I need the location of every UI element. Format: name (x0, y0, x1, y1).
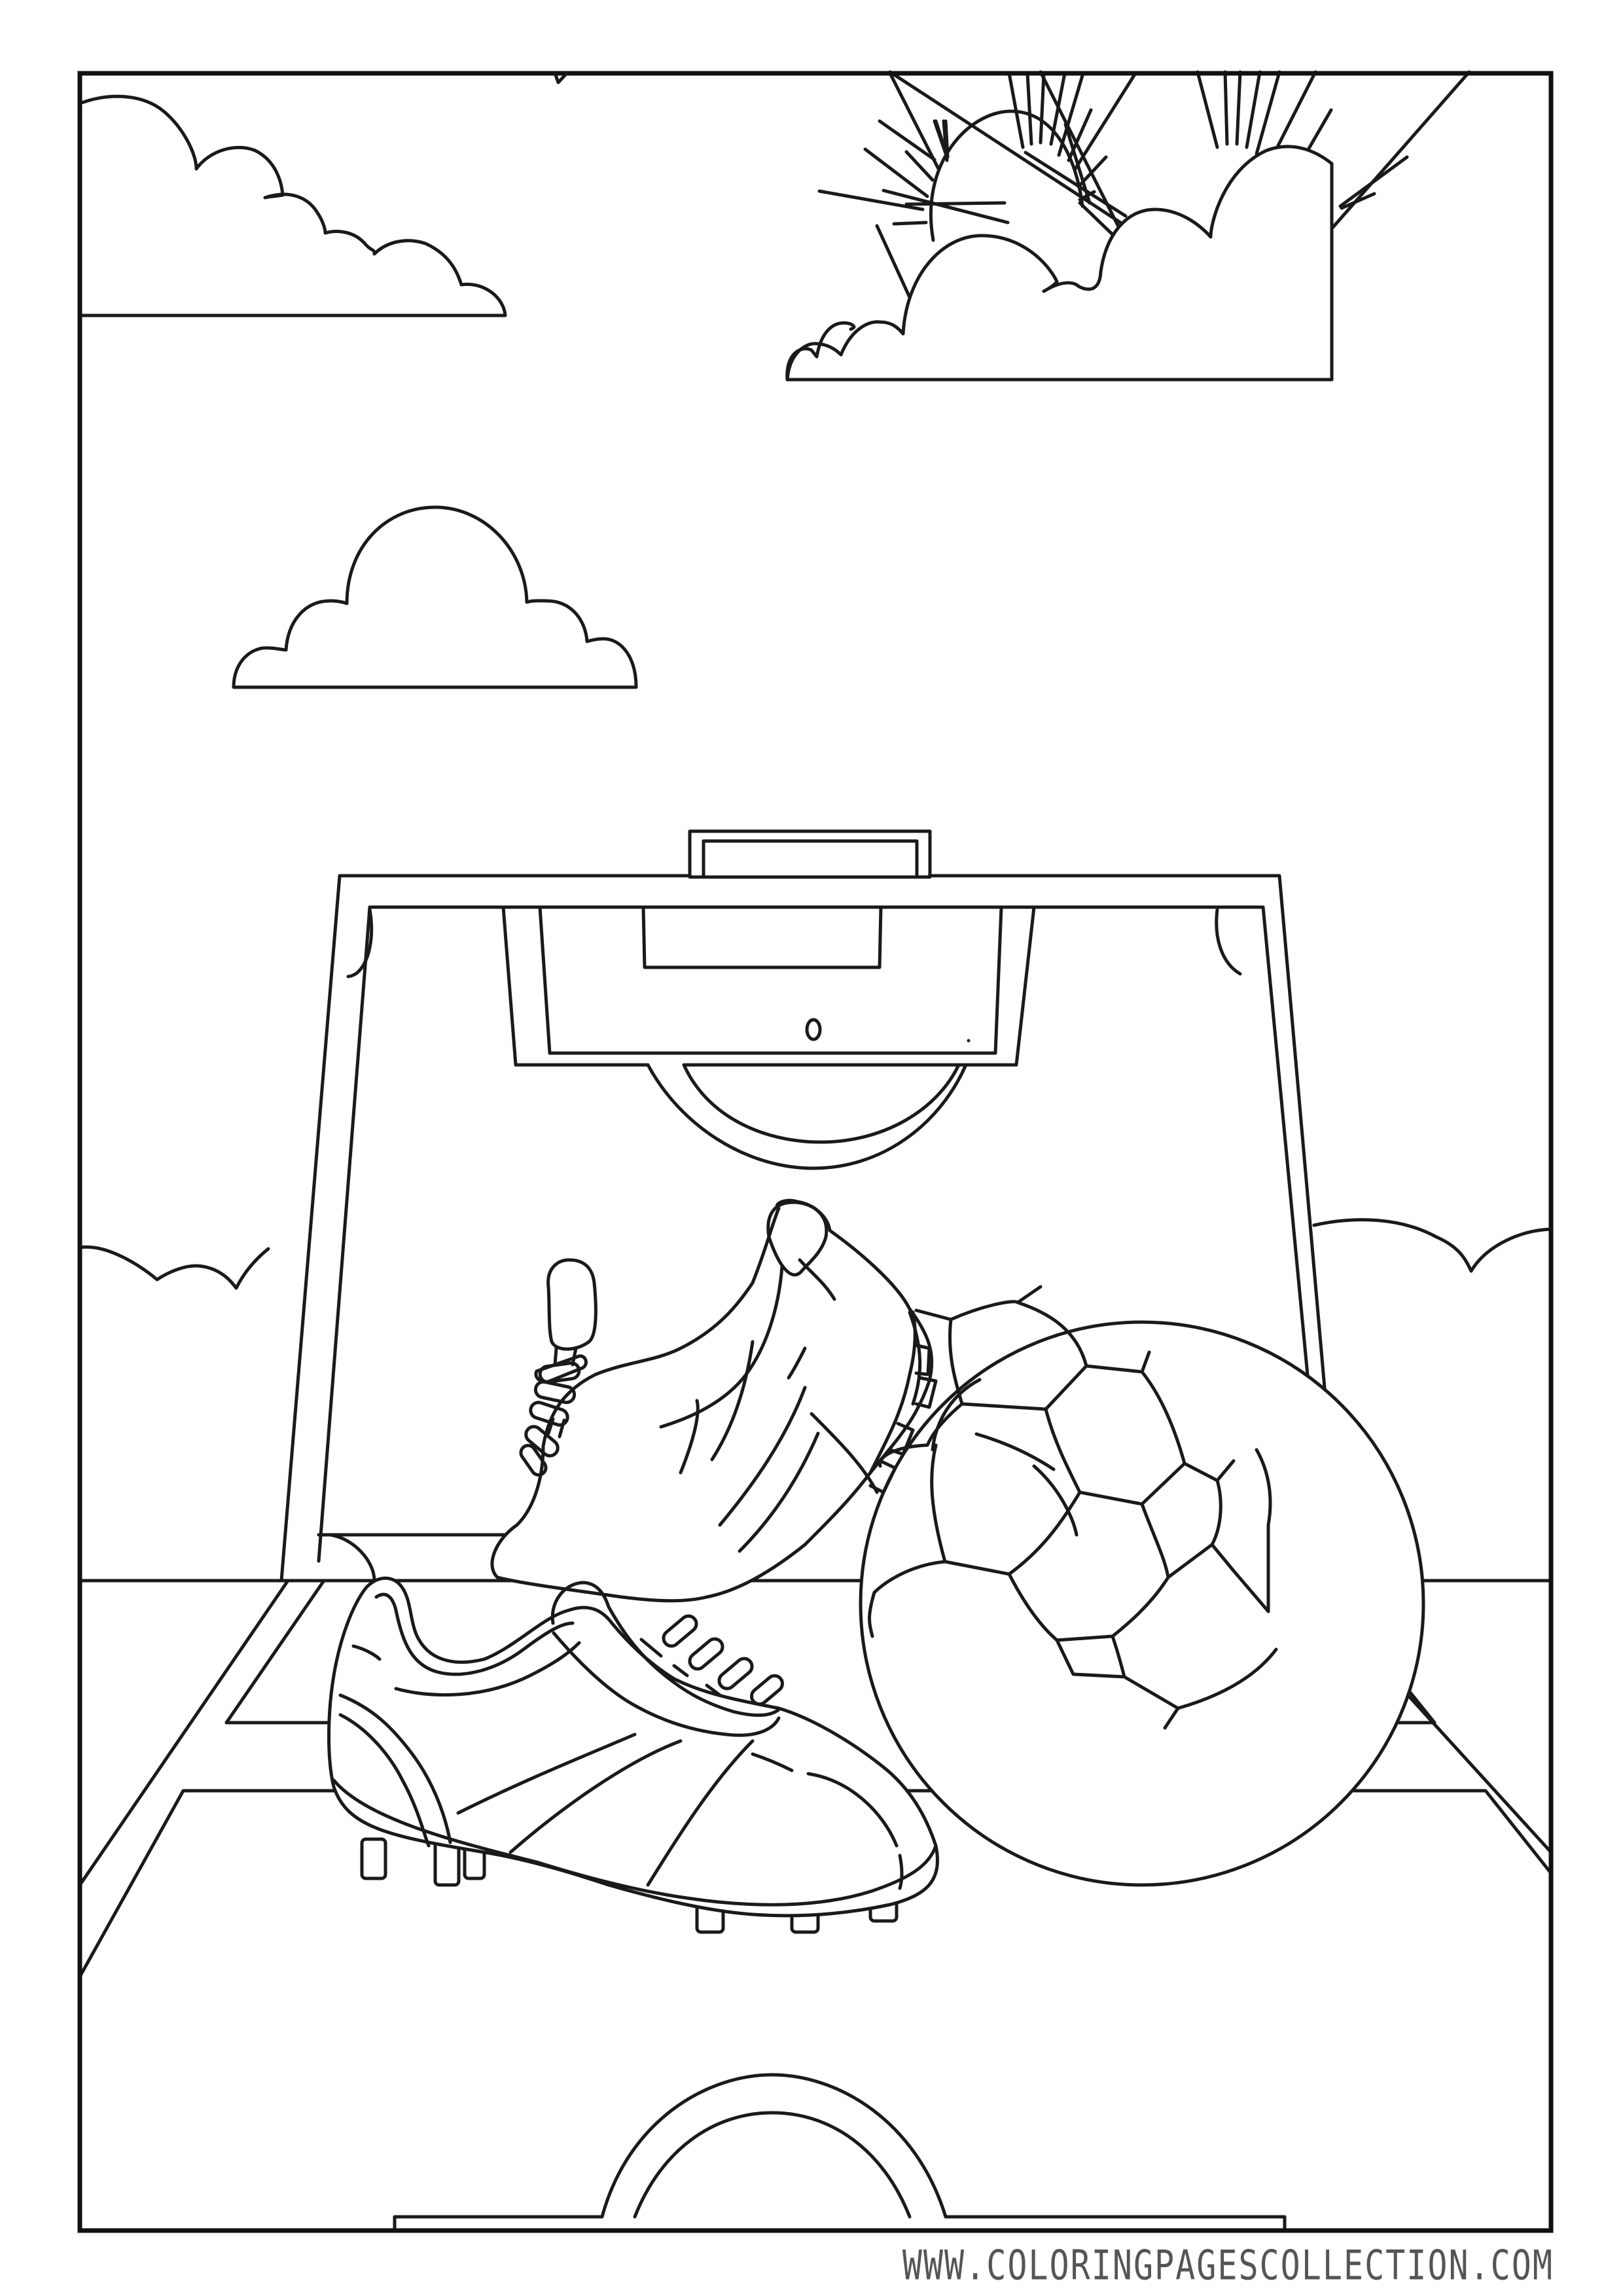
cloud-top-left (78, 94, 507, 317)
penalty-arc (646, 1063, 968, 1170)
cloud-behind-field-left (78, 1245, 270, 1290)
center-circle-arc (393, 2073, 1287, 2231)
cleat-front-icon (327, 1576, 939, 1934)
cleat-front-laces (639, 1614, 784, 1706)
cleat-back-icon (490, 1198, 938, 1603)
soccer-ball-icon (859, 1285, 1425, 1887)
cloud-top-right (785, 145, 1334, 382)
penalty-spot (805, 1018, 822, 1041)
site-watermark: WWW.COLORINGPAGESCOLLECTION.COM (902, 2242, 1554, 2289)
penalty-area (501, 905, 1036, 1067)
cleat-back-laces (519, 1258, 597, 1477)
page-border (77, 71, 1554, 2233)
goal (688, 829, 932, 879)
cloud-middle-left (232, 505, 638, 689)
cloud-behind-field-right (1312, 1218, 1553, 1273)
sun-icon (817, 70, 1471, 1043)
goal-area (641, 905, 883, 969)
